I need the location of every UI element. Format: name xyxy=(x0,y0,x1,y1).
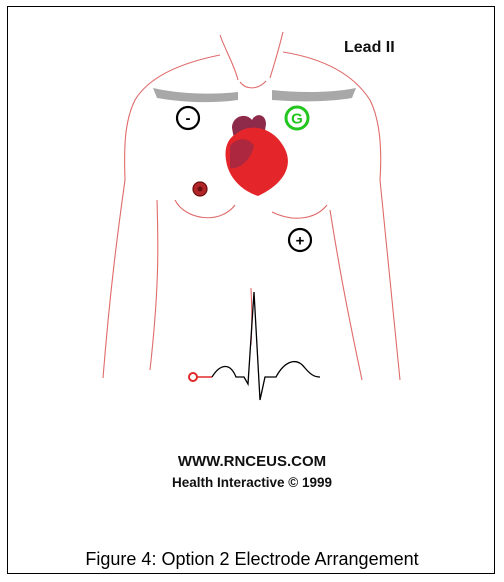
breast-right xyxy=(272,205,327,218)
shoulder-left xyxy=(125,55,220,180)
ecg-trace xyxy=(189,292,320,400)
breast-left xyxy=(175,200,235,218)
lead-title: Lead II xyxy=(344,39,395,57)
negative-electrode: - xyxy=(177,107,199,129)
ground-electrode: G xyxy=(286,107,308,129)
arm-right-outer xyxy=(380,180,400,380)
arm-left-outer xyxy=(103,180,125,378)
figure-caption: Figure 4: Option 2 Electrode Arrangement xyxy=(0,549,504,570)
credit-copyright: Health Interactive © 1999 xyxy=(0,475,504,490)
ecg-lead-connector xyxy=(189,373,197,381)
neck-left xyxy=(220,35,238,80)
suprasternal-notch xyxy=(240,81,266,88)
ecg-waveform xyxy=(212,292,320,400)
credit-website: WWW.RNCEUS.COM xyxy=(0,453,504,470)
arm-left-inner xyxy=(150,200,158,370)
positive-electrode-label: + xyxy=(296,233,305,250)
neck-right xyxy=(270,32,283,78)
positive-electrode: + xyxy=(289,229,311,251)
clavicle-right xyxy=(272,88,356,101)
heart-illustration xyxy=(225,115,287,196)
clavicle-left xyxy=(153,88,238,102)
ground-electrode-label: G xyxy=(291,111,303,128)
clavicles xyxy=(153,88,356,102)
negative-electrode-label: - xyxy=(186,110,191,127)
arm-right-inner xyxy=(330,210,362,380)
